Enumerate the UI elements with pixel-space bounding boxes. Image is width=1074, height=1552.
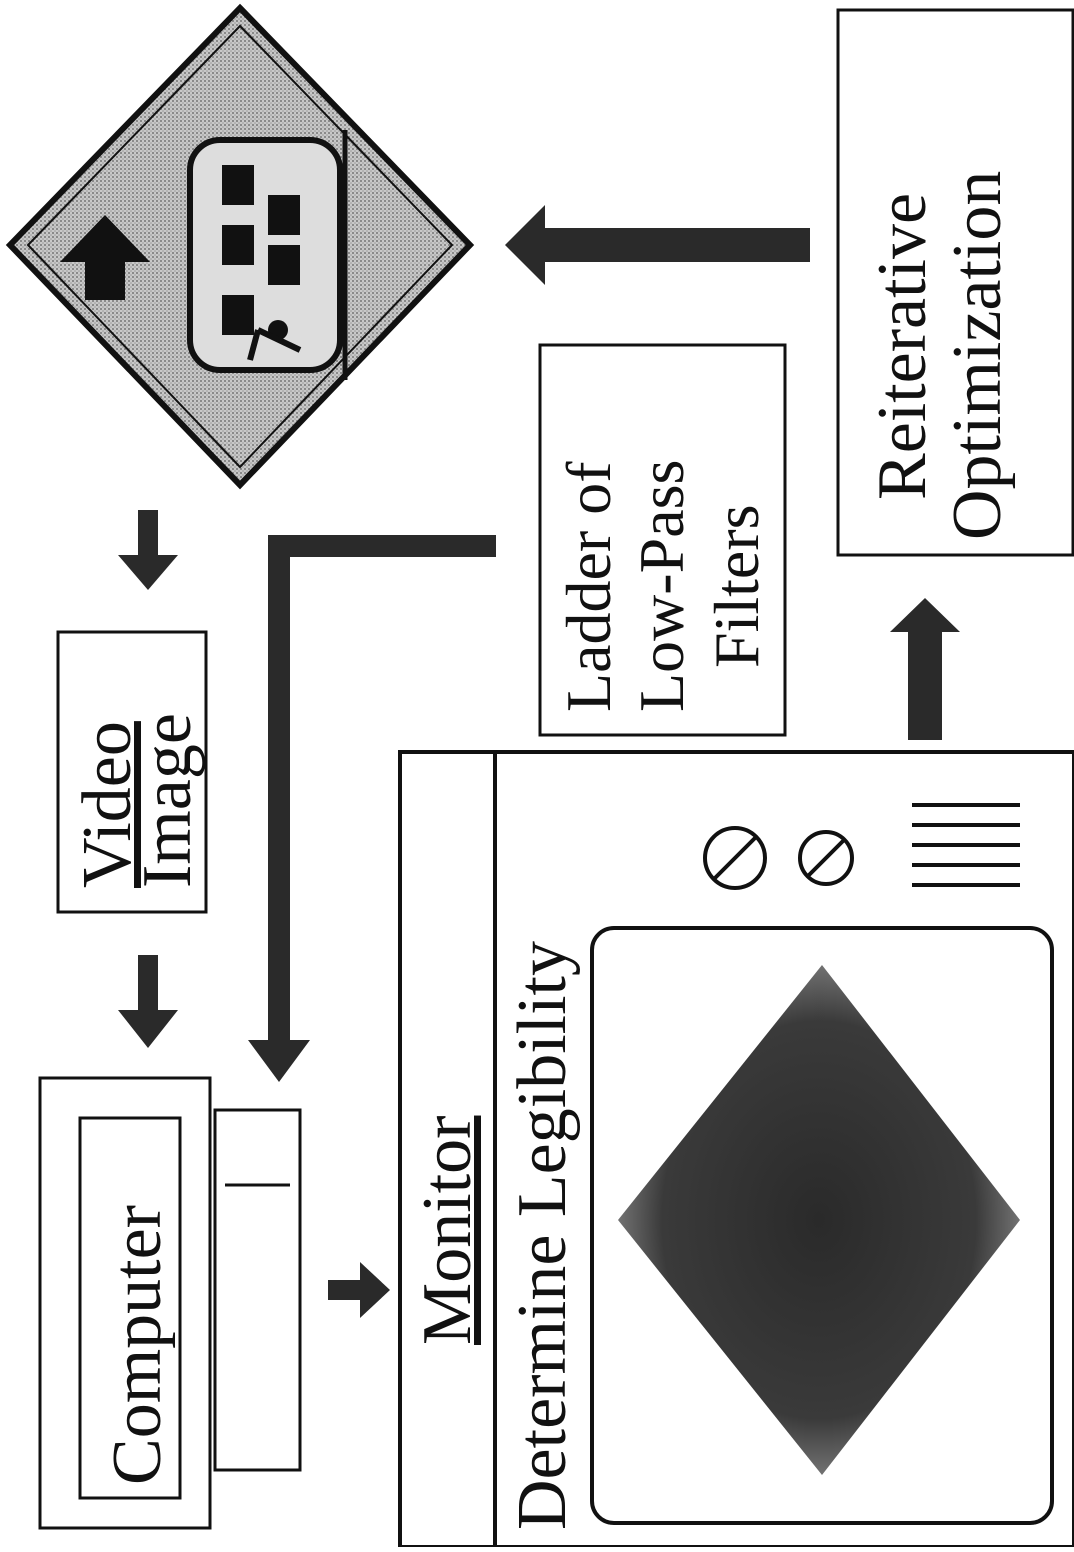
arrow-icon <box>328 1262 390 1318</box>
reiterative-line1: Reiterative <box>864 193 941 500</box>
monitor-node: Monitor Determine Legibility <box>400 752 1074 1547</box>
arrow-icon <box>118 955 178 1048</box>
ladder-line2: Low-Pass <box>626 460 697 712</box>
legibility-label: Determine Legibility <box>504 941 581 1530</box>
ladder-line3: Filters <box>701 504 772 668</box>
reiterative-line2: Optimization <box>939 171 1016 540</box>
arrow-icon <box>118 510 178 590</box>
image-label: Image <box>129 713 206 888</box>
arrow-icon <box>505 205 810 285</box>
railroad-crossing-sign-icon <box>10 8 470 485</box>
monitor-label: Monitor <box>409 1116 486 1345</box>
arrow-icon <box>890 598 960 740</box>
reiterative-optimization-node: Reiterative Optimization <box>838 10 1073 555</box>
ladder-line1: Ladder of <box>553 461 624 712</box>
ladder-filters-node: Ladder of Low-Pass Filters <box>540 345 785 735</box>
computer-node: Computer <box>40 1078 300 1528</box>
video-image-node: Video Image <box>58 632 206 912</box>
computer-label: Computer <box>99 1205 176 1485</box>
